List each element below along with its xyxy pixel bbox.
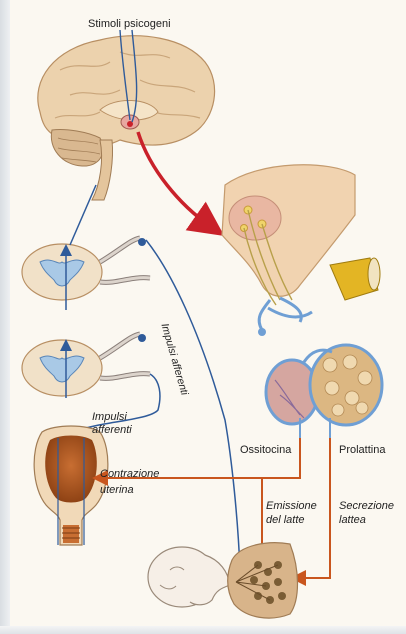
- label-prolattina: Prolattina: [339, 444, 385, 457]
- label-emissione-line1: Emissione: [266, 500, 317, 513]
- label-contrazione-line2: uterina: [100, 484, 134, 497]
- hypothalamus-pituitary: [222, 165, 380, 336]
- label-emissione-line2: del latte: [266, 514, 305, 527]
- breast: [228, 543, 298, 618]
- label-stimoli-psicogeni: Stimoli psicogeni: [88, 18, 171, 31]
- brain: [38, 30, 215, 200]
- label-secrezione-line1: Secrezione: [339, 500, 394, 513]
- spinal-cord-upper: [22, 238, 150, 300]
- label-secrezione-line2: lattea: [339, 514, 366, 527]
- hormone-pathways: [100, 420, 330, 578]
- label-ossitocina: Ossitocina: [240, 444, 291, 457]
- label-contrazione-line1: Contrazione: [100, 468, 159, 481]
- red-zoom-arrow: [138, 132, 210, 226]
- label-impulsi-left-line1: Impulsi: [92, 411, 127, 424]
- uterus: [34, 426, 108, 545]
- baby-head: [148, 547, 230, 607]
- label-impulsi-left-line2: afferenti: [92, 424, 132, 437]
- spinal-cord-lower: [22, 334, 150, 396]
- pituitary-gland: [266, 345, 382, 425]
